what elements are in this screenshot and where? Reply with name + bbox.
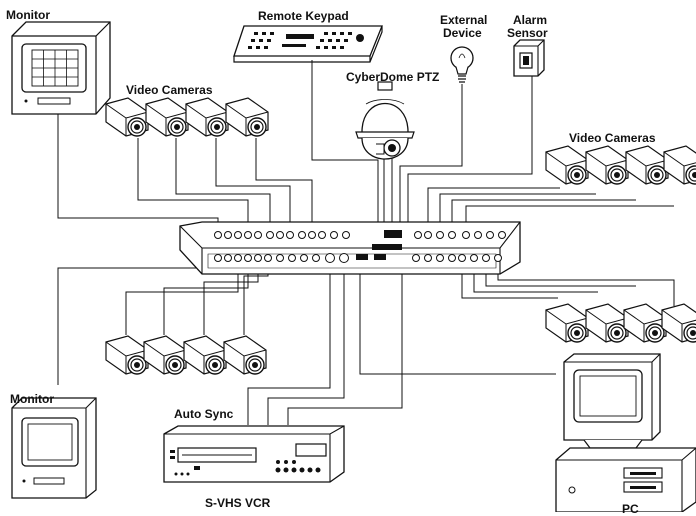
monitor-icon xyxy=(11,397,97,499)
external-device-label-line2: Device xyxy=(443,26,482,40)
external-device-label-line1: External xyxy=(440,13,488,27)
monitor-bottom-label: Monitor xyxy=(10,392,54,406)
vcr-icon xyxy=(163,425,345,483)
alarm-sensor-icon xyxy=(513,39,545,77)
video-camera-icon xyxy=(545,145,696,185)
alarm-sensor-label-line1: Alarm xyxy=(513,13,548,27)
monitor-top-label: Monitor xyxy=(6,8,50,22)
cyberdome-ptz-label: CyberDome PTZ xyxy=(346,70,440,84)
dome-camera-icon xyxy=(355,81,415,160)
alarm-sensor-label-line2: Sensor xyxy=(507,26,548,40)
lightbulb-icon xyxy=(450,46,474,90)
pc-label: PC xyxy=(622,502,639,516)
monitor-icon xyxy=(11,21,111,115)
video-cameras-right-label: Video Cameras xyxy=(569,131,656,145)
svhs-vcr-label: S-VHS VCR xyxy=(205,496,271,510)
video-cameras-left-label: Video Cameras xyxy=(126,83,213,97)
video-camera-icon xyxy=(105,97,269,137)
multiplexer-icon xyxy=(179,221,521,275)
video-camera-icon xyxy=(545,303,696,343)
pc-icon xyxy=(555,353,696,512)
remote-keypad-label: Remote Keypad xyxy=(258,9,349,23)
auto-sync-label: Auto Sync xyxy=(174,407,234,421)
keypad-icon xyxy=(233,25,383,63)
video-camera-icon xyxy=(105,335,267,375)
